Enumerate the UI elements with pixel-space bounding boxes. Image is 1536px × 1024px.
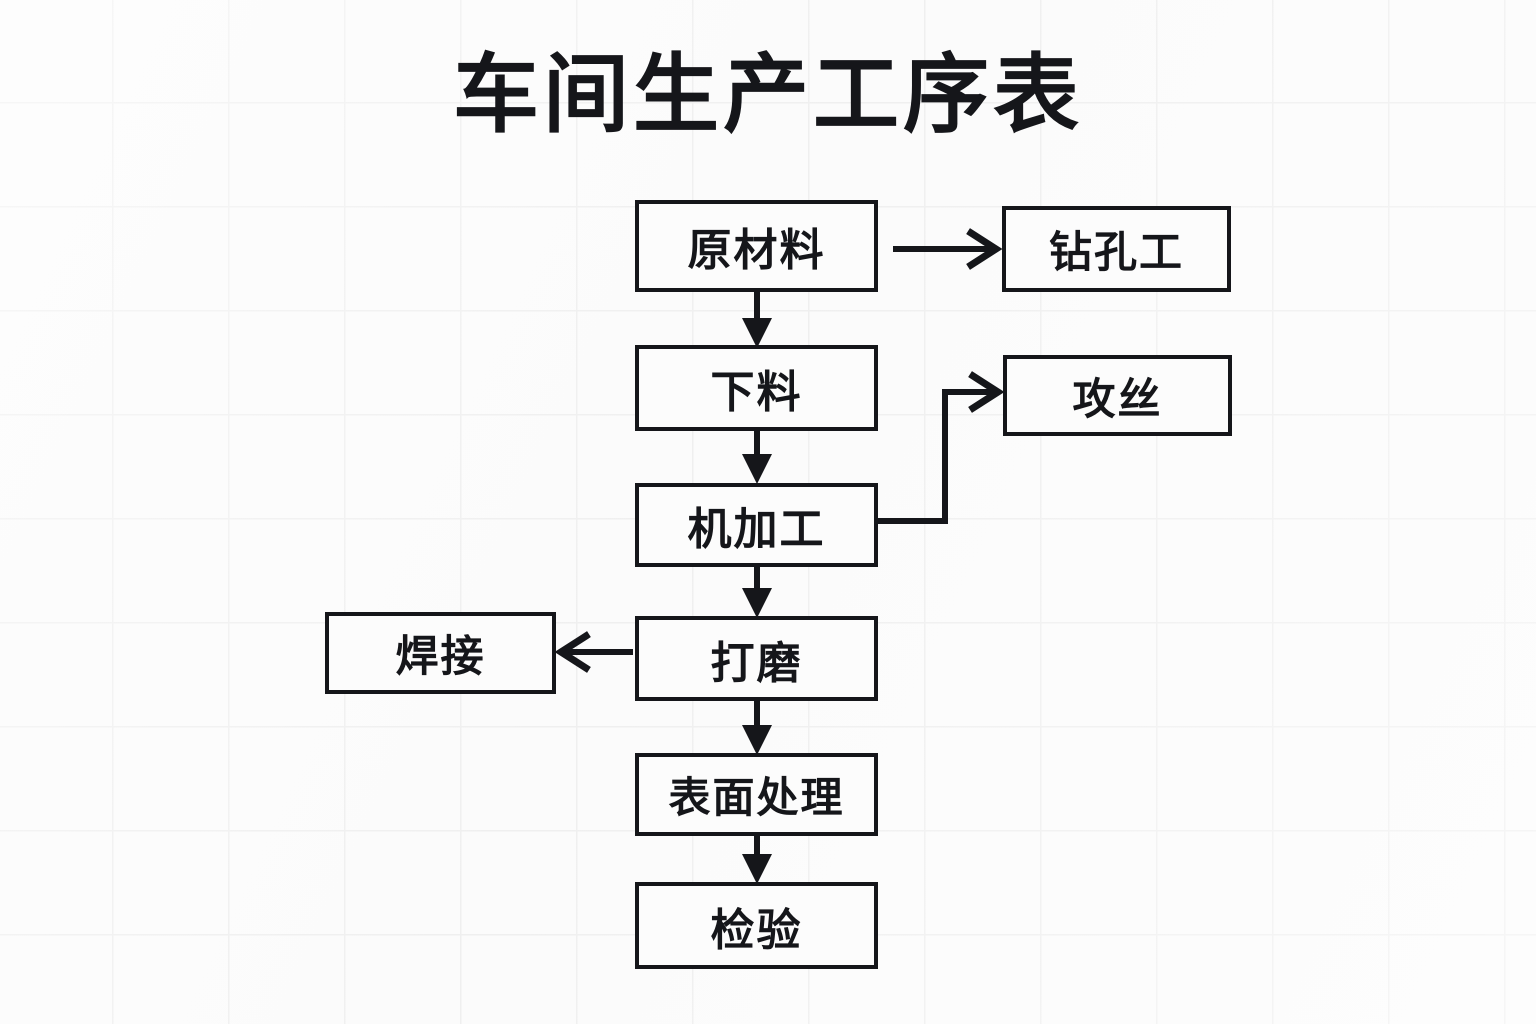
node-machining-label: 机加工: [687, 505, 826, 554]
edge-machining-to-tapping: [877, 371, 1005, 524]
node-welding[interactable]: 焊接: [325, 612, 556, 694]
node-tapping-label: 攻丝: [1072, 375, 1163, 424]
node-grinding[interactable]: 打磨: [635, 616, 878, 701]
edge-raw-material-to-cutting: [742, 292, 772, 348]
node-drilling-worker-label: 钻孔工: [1049, 229, 1184, 277]
node-tapping[interactable]: 攻丝: [1003, 355, 1232, 436]
node-raw-material-label: 原材料: [687, 226, 826, 275]
node-machining[interactable]: 机加工: [635, 483, 878, 567]
node-raw-material[interactable]: 原材料: [635, 200, 878, 292]
node-inspection[interactable]: 检验: [635, 882, 878, 969]
edge-raw-material-to-drilling: [893, 228, 1003, 270]
edge-machining-to-grinding: [742, 567, 772, 618]
node-welding-label: 焊接: [395, 633, 486, 681]
edge-surface-to-inspection: [742, 836, 772, 884]
node-drilling-worker[interactable]: 钻孔工: [1002, 206, 1231, 292]
page-title: 车间生产工序表: [453, 47, 1083, 143]
edge-grinding-to-surface: [742, 701, 772, 755]
edge-grinding-to-welding: [554, 631, 633, 673]
node-inspection-label: 检验: [710, 905, 803, 955]
node-surface-treatment[interactable]: 表面处理: [635, 753, 878, 836]
node-surface-treatment-label: 表面处理: [668, 774, 845, 821]
edge-cutting-to-machining: [742, 431, 772, 484]
node-cutting-label: 下料: [710, 368, 803, 417]
node-grinding-label: 打磨: [710, 638, 803, 688]
node-cutting[interactable]: 下料: [635, 345, 878, 431]
